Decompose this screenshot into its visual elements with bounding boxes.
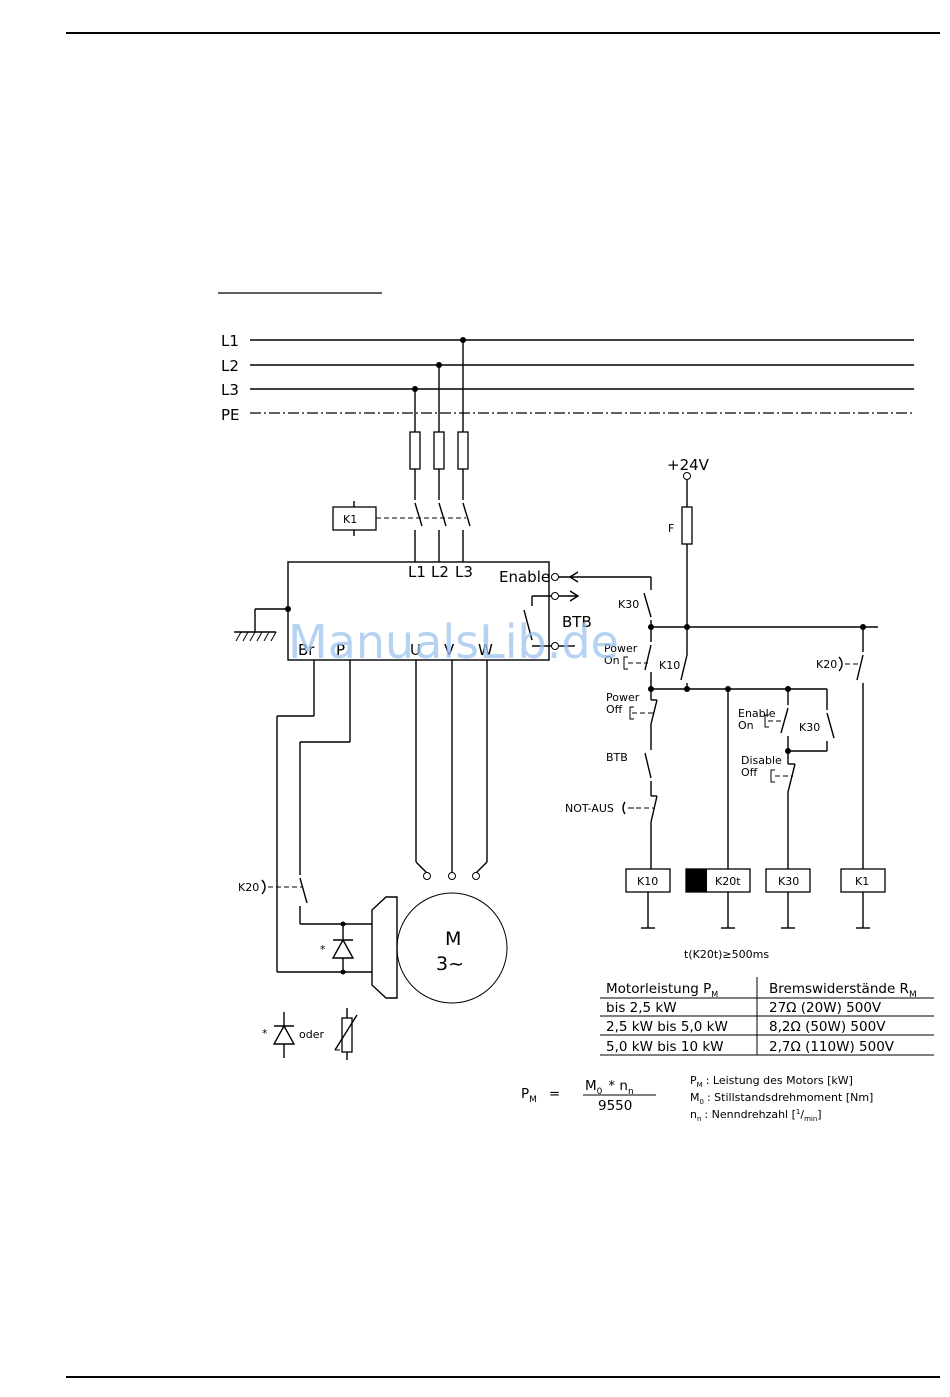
svg-text:Br: Br [298, 641, 315, 659]
btb-output-label: BTB [562, 613, 592, 631]
power-formula: PM= M0* nn 9550 [521, 1078, 656, 1114]
svg-text:Power: Power [606, 691, 640, 704]
svg-text:V: V [444, 641, 455, 659]
svg-text:K20: K20 [816, 658, 837, 671]
timing-note: t(K20t)≥500ms [684, 948, 769, 961]
svg-text:L1: L1 [221, 332, 239, 350]
watermark: ManualsLib.de [288, 615, 619, 669]
svg-text:L3: L3 [221, 381, 239, 399]
svg-text:Enable: Enable [738, 707, 776, 720]
brake-circuit: K20 * * oder [238, 660, 372, 1060]
svg-text:PE: PE [221, 406, 240, 424]
control-circuit: +24V F K30 Power On K10 [558, 456, 886, 961]
svg-text:L3: L3 [455, 563, 473, 581]
svg-text:On: On [604, 654, 620, 667]
svg-text:M0: Stillstandsdrehmoment [Nm]: M0: Stillstandsdrehmoment [Nm] [690, 1091, 873, 1106]
table-row: 2,5 kW bis 5,0 kW [606, 1019, 728, 1035]
servo-drive: L1 L2 L3 Br P U V W Enable BTB [234, 561, 592, 661]
svg-text:On: On [738, 719, 754, 732]
svg-text:L1: L1 [408, 563, 426, 581]
enable-input-label: Enable [499, 568, 550, 586]
table-row: 5,0 kW bis 10 kW [606, 1039, 724, 1055]
supply-label: +24V [667, 456, 710, 474]
formula-legend: PM: Leistung des Motors [kW] M0: Stillst… [690, 1074, 873, 1123]
svg-text:K20t: K20t [715, 875, 741, 888]
svg-text:8,2Ω (50W) 500V: 8,2Ω (50W) 500V [769, 1019, 886, 1035]
table-row: bis 2,5 kW [606, 1000, 677, 1016]
motor-wiring: M 3~ [371, 660, 508, 1004]
svg-text:M0* nn: M0* nn [585, 1078, 634, 1097]
svg-text:Off: Off [741, 766, 758, 779]
k20-contact-label: K20 [238, 881, 259, 894]
resistor-table: Motorleistung PM Bremswiderstände RM bis… [600, 977, 934, 1056]
svg-text:K1: K1 [855, 875, 869, 888]
svg-text:9550: 9550 [598, 1098, 632, 1114]
svg-text:K30: K30 [618, 598, 639, 611]
mains-lines: L1 L2 L3 PE [221, 332, 914, 424]
svg-text:PM: Leistung des Motors [kW]: PM: Leistung des Motors [kW] [690, 1074, 853, 1089]
svg-text:W: W [478, 641, 493, 659]
motor-label: M [445, 928, 461, 950]
svg-text:L2: L2 [431, 563, 449, 581]
svg-text:Bremswiderstände RM: Bremswiderstände RM [769, 981, 917, 1000]
svg-text:K30: K30 [799, 721, 820, 734]
svg-text:Motorleistung PM: Motorleistung PM [606, 981, 718, 999]
svg-text:Off: Off [606, 703, 623, 716]
svg-text:*: * [320, 943, 326, 956]
svg-text:K10: K10 [659, 659, 680, 672]
svg-text:P: P [336, 641, 345, 659]
svg-text:2,7Ω (110W) 500V: 2,7Ω (110W) 500V [769, 1039, 895, 1055]
svg-text:3~: 3~ [436, 953, 464, 975]
svg-text:27Ω (20W) 500V: 27Ω (20W) 500V [769, 1000, 882, 1016]
svg-text:L2: L2 [221, 357, 239, 375]
svg-text:F: F [668, 522, 674, 535]
svg-text:K30: K30 [778, 875, 799, 888]
svg-text:nn: Nenndrehzahl [1/min]: nn: Nenndrehzahl [1/min] [690, 1108, 822, 1123]
svg-text:U: U [410, 641, 421, 659]
svg-text:NOT-AUS: NOT-AUS [565, 802, 614, 815]
main-fuses-and-contactor: K1 [332, 340, 471, 562]
svg-text:PM=: PM= [521, 1086, 560, 1105]
svg-text:Disable: Disable [741, 754, 782, 767]
oder-label: oder [299, 1028, 324, 1041]
svg-text:K10: K10 [637, 875, 658, 888]
svg-text:Power: Power [604, 642, 638, 655]
svg-text:*: * [262, 1027, 268, 1040]
svg-text:BTB: BTB [606, 751, 628, 764]
k1-coil-label: K1 [343, 513, 357, 526]
